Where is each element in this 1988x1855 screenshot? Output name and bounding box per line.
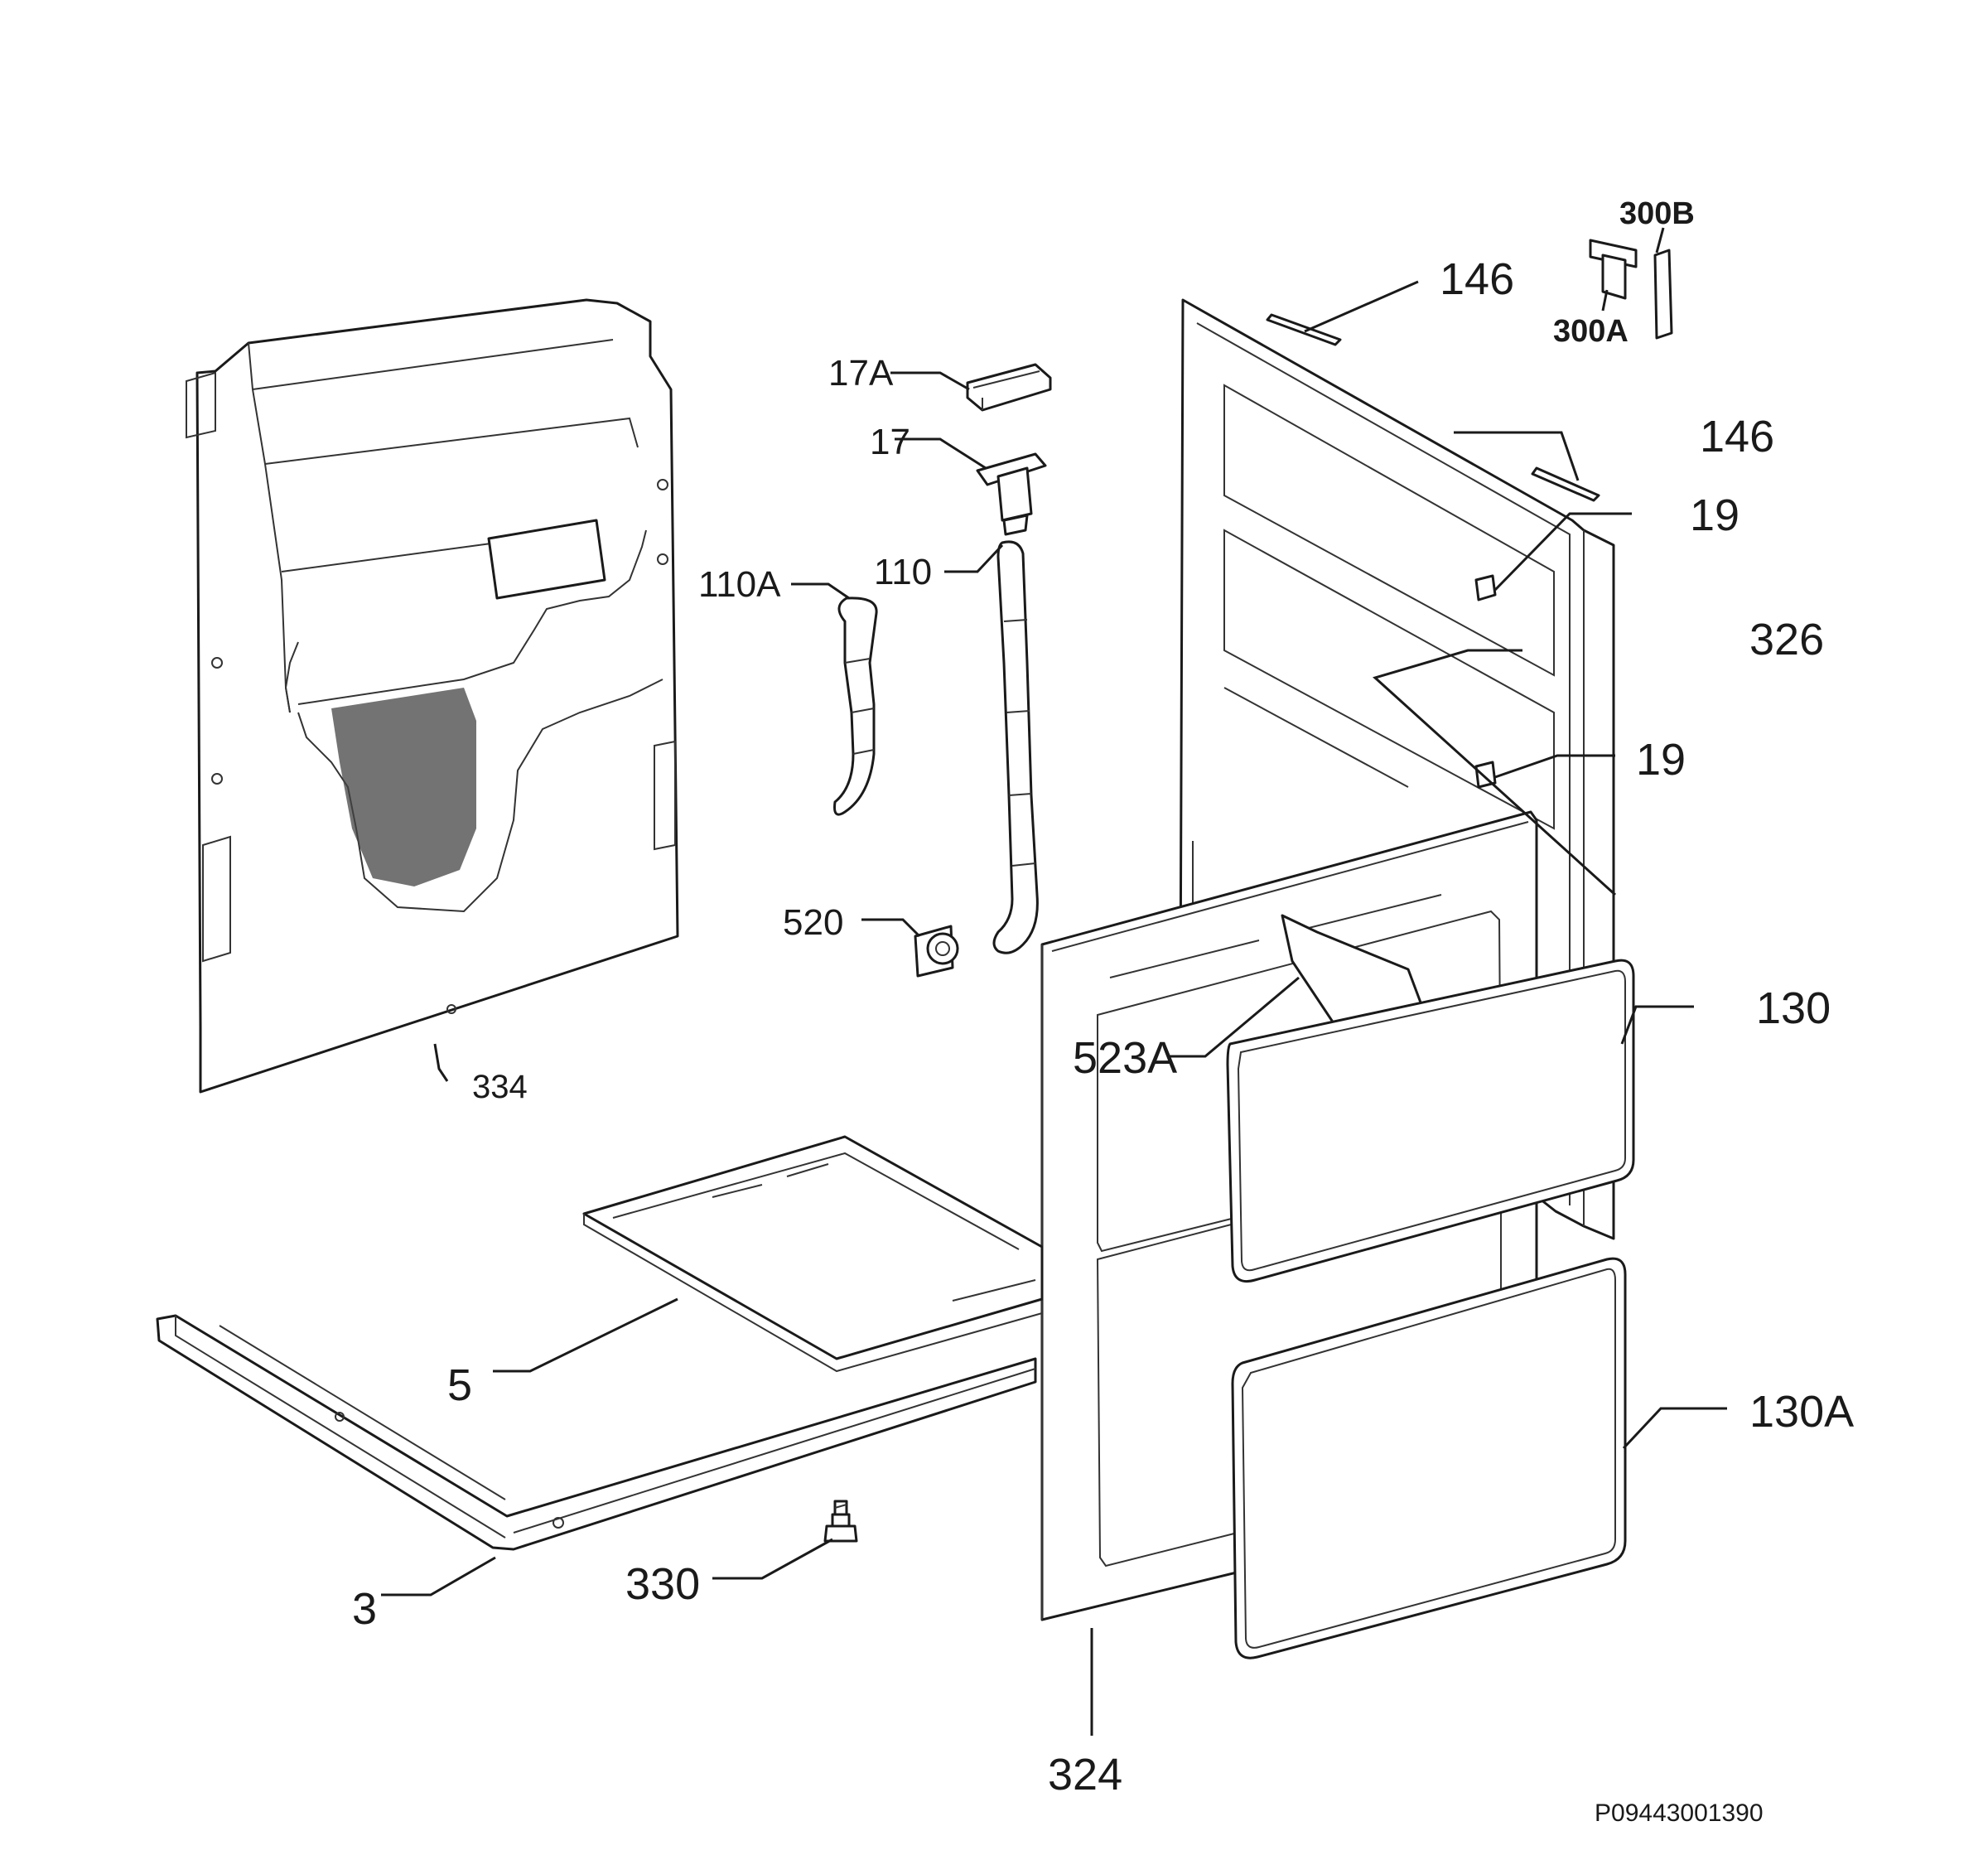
label-17A: 17A [828,353,894,394]
label-19-top: 19 [1690,490,1740,540]
door-seal-130[interactable] [1226,959,1635,1283]
label-330: 330 [625,1559,700,1609]
back-panel-334[interactable] [186,298,679,1094]
label-523A: 523A [1073,1033,1177,1083]
base-plate-5[interactable] [582,1135,1044,1373]
label-3: 3 [352,1584,377,1634]
bottom-rail-3[interactable] [156,1314,1037,1551]
label-334: 334 [472,1069,528,1105]
clip-19-top[interactable] [1474,574,1497,601]
label-326: 326 [1749,615,1824,664]
door-seal-130A[interactable] [1231,1257,1627,1659]
label-19-bottom: 19 [1636,735,1686,785]
label-300B: 300B [1619,196,1695,231]
gland-520[interactable] [914,925,959,978]
bracket-300B[interactable] [1653,249,1673,340]
label-130: 130 [1756,983,1831,1033]
label-110: 110 [874,552,932,592]
label-130A: 130A [1749,1387,1854,1437]
screw-330[interactable] [823,1500,858,1543]
hinge-clip-146-top[interactable] [1266,313,1342,346]
bracket-300A[interactable] [1589,239,1638,300]
hose-110[interactable] [992,540,1039,954]
hose-110A[interactable] [833,597,878,816]
label-17: 17 [870,422,910,462]
drawing-code: P09443001390 [1595,1799,1764,1827]
label-324: 324 [1048,1750,1122,1799]
label-110A: 110A [698,564,781,605]
label-520: 520 [783,902,843,943]
label-146-mid: 146 [1700,412,1774,461]
label-146-top: 146 [1440,254,1514,304]
connector-17A[interactable] [966,363,1052,412]
leader-lines [381,227,1727,1736]
lamp-holder-17[interactable] [976,452,1047,536]
hinge-clip-146-mid[interactable] [1531,466,1600,502]
label-5: 5 [447,1360,472,1410]
label-300A: 300A [1553,314,1629,349]
